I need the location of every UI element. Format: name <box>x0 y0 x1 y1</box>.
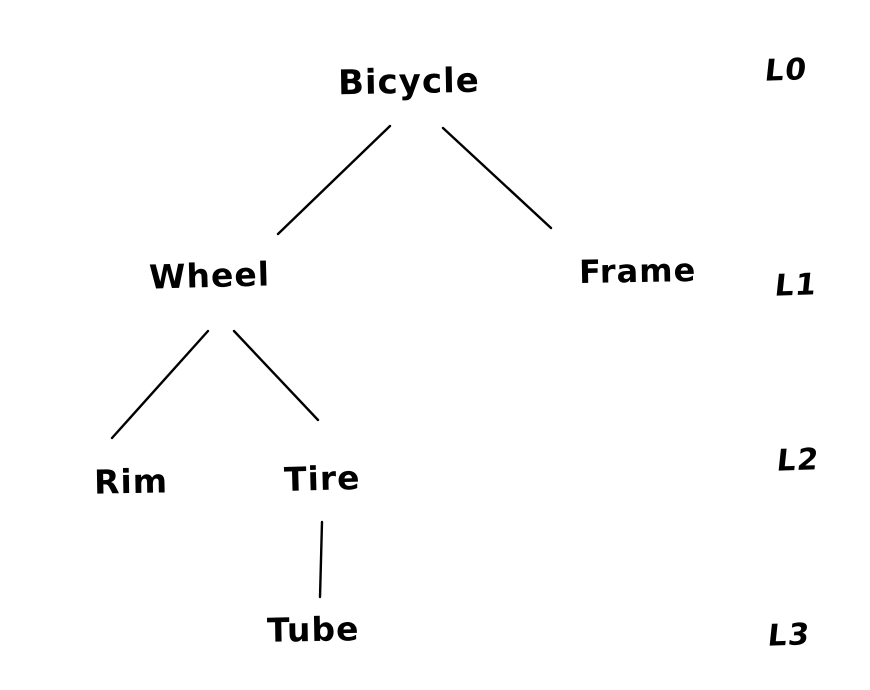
node-rim: Rim <box>93 461 169 502</box>
level-label-l1: L1 <box>773 267 819 304</box>
node-tire: Tire <box>283 458 361 499</box>
level-label-l2: L2 <box>775 442 821 479</box>
edge-wheel-tire <box>232 329 320 422</box>
node-tube: Tube <box>266 609 360 650</box>
node-frame: Frame <box>578 250 697 292</box>
edge-bicycle-wheel <box>276 124 392 236</box>
edge-wheel-rim <box>110 329 210 440</box>
level-label-l0: L0 <box>763 52 809 89</box>
edge-bicycle-frame <box>441 126 553 230</box>
edge-tire-tube <box>318 520 324 599</box>
node-wheel: Wheel <box>148 254 271 297</box>
node-bicycle: Bicycle <box>337 60 481 104</box>
level-label-l3: L3 <box>766 617 812 654</box>
